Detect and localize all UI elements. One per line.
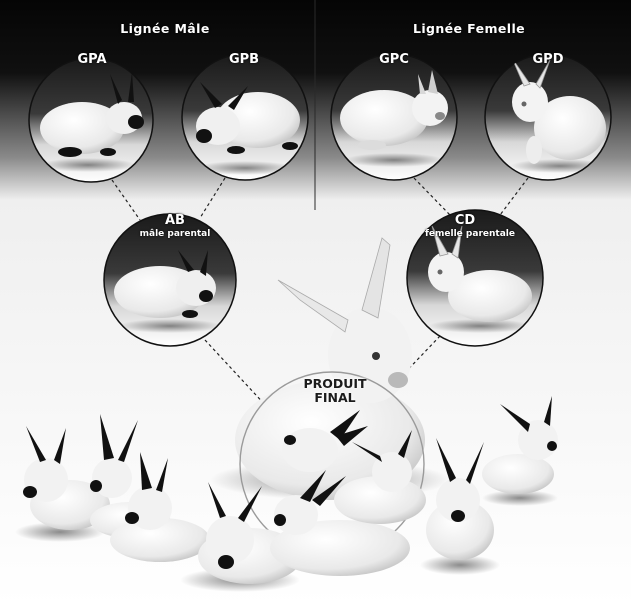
gpd-label: GPD <box>526 52 570 67</box>
gpc-label: GPC <box>372 52 416 67</box>
female-lineage-heading: Lignée Femelle <box>404 21 534 36</box>
ab-label: AB <box>140 213 210 228</box>
final-product-label: PRODUIT FINAL <box>280 377 390 405</box>
grandparent-circle-gpd <box>485 54 611 180</box>
grandparent-circle-gpb <box>182 54 308 180</box>
final-product-line1: PRODUIT <box>280 377 390 391</box>
ab-subtitle: mâle parental <box>120 229 230 239</box>
final-product-line2: FINAL <box>280 391 390 405</box>
grandparent-circle-gpc <box>331 54 457 180</box>
gpa-label: GPA <box>70 52 114 67</box>
male-lineage-heading: Lignée Mâle <box>110 21 220 36</box>
cd-subtitle: femelle parentale <box>415 229 525 240</box>
grandparent-circle-gpa <box>29 58 153 182</box>
gpb-label: GPB <box>222 52 266 67</box>
cd-label: CD <box>430 213 500 228</box>
